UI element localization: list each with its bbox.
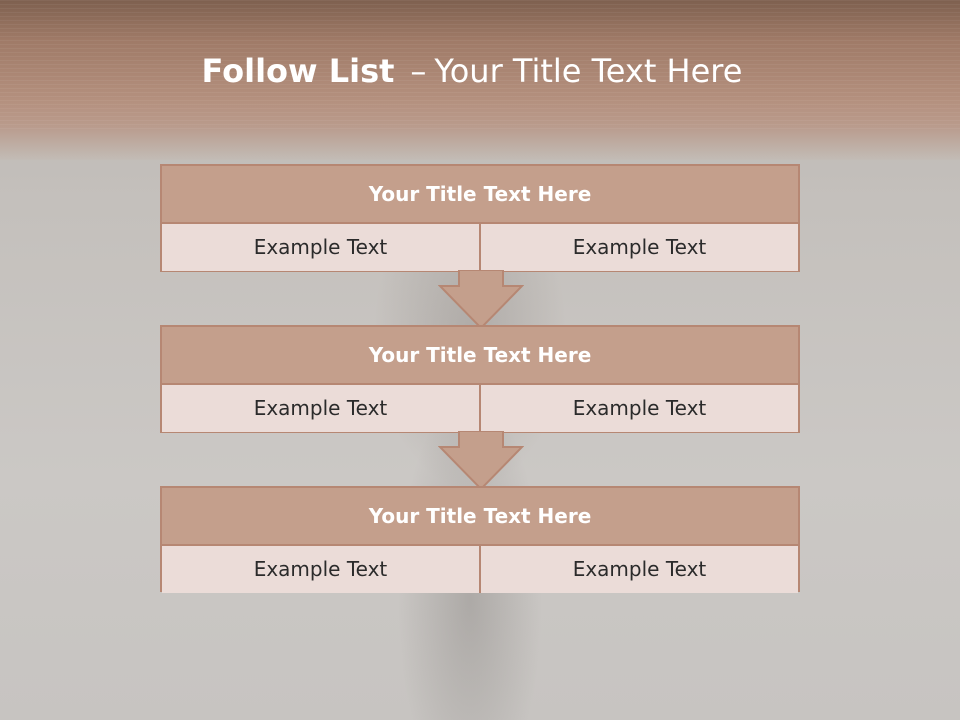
block-title: Your Title Text Here <box>162 327 798 385</box>
block-cell-left: Example Text <box>162 546 479 593</box>
block-row: Example Text Example Text <box>162 224 798 271</box>
block-title: Your Title Text Here <box>162 166 798 224</box>
slide-title-bold: Follow List <box>201 52 395 90</box>
block-row: Example Text Example Text <box>162 546 798 593</box>
block-cell-right: Example Text <box>479 385 798 432</box>
slide-title: Follow List–Your Title Text Here <box>0 52 944 90</box>
slide-title-rest: Your Title Text Here <box>434 52 743 90</box>
list-block-3: Your Title Text Here Example Text Exampl… <box>160 486 800 593</box>
block-row: Example Text Example Text <box>162 385 798 432</box>
slide-title-dash: – <box>410 52 427 90</box>
down-arrow-icon <box>438 270 524 330</box>
block-cell-right: Example Text <box>479 224 798 271</box>
header-band <box>0 0 960 160</box>
down-arrow-icon <box>438 431 524 491</box>
block-cell-right: Example Text <box>479 546 798 593</box>
block-cell-left: Example Text <box>162 224 479 271</box>
list-block-2: Your Title Text Here Example Text Exampl… <box>160 325 800 433</box>
block-title: Your Title Text Here <box>162 488 798 546</box>
list-block-1: Your Title Text Here Example Text Exampl… <box>160 164 800 272</box>
block-cell-left: Example Text <box>162 385 479 432</box>
